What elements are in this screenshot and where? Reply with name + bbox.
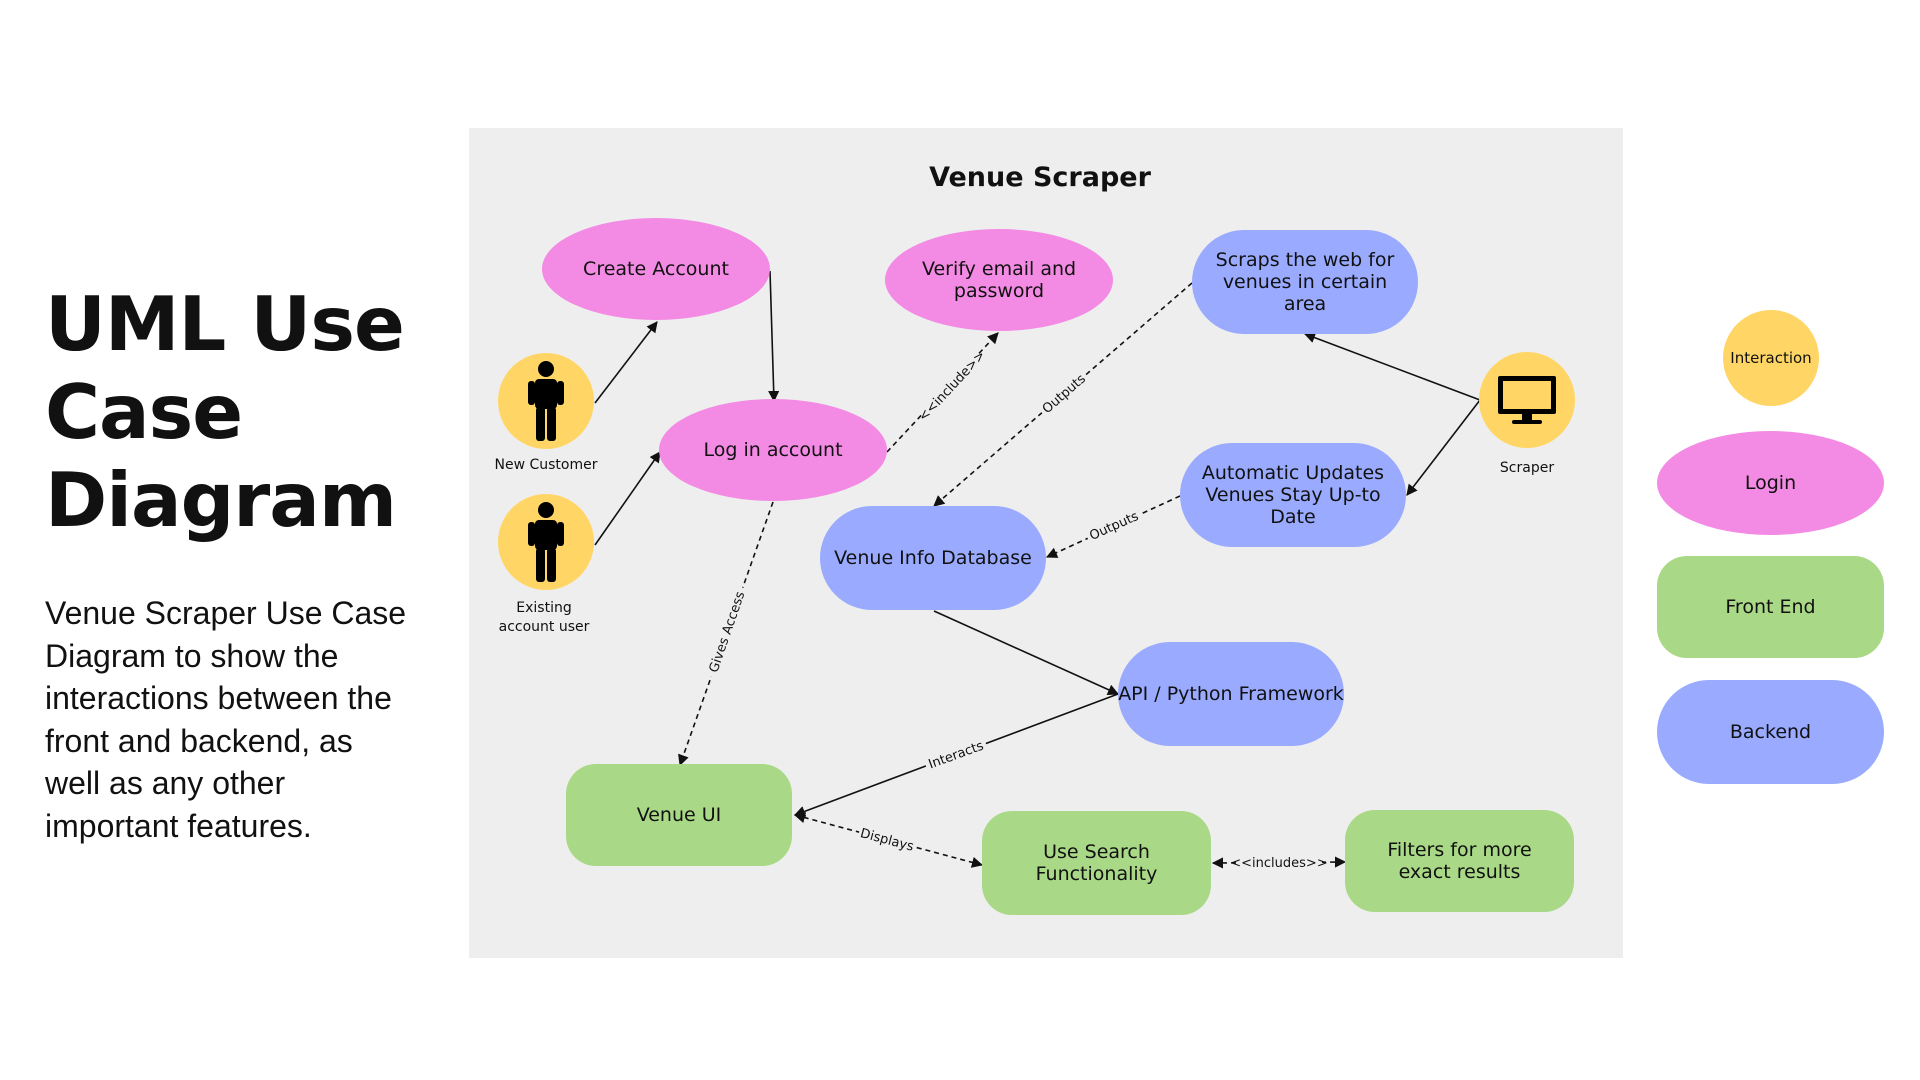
edge-create-login — [768, 270, 780, 403]
edge-db-api — [933, 610, 1120, 695]
new-customer-label: New Customer — [494, 457, 598, 473]
create-account-node: Create Account — [542, 218, 770, 320]
scraper-actor — [1479, 352, 1575, 448]
edge-label-include: <<include>> — [916, 348, 989, 425]
search-functionality-node: Use Search Functionality — [982, 811, 1211, 915]
edge-label-gives-access: Gives Access — [707, 589, 749, 674]
edge-label-outputs-updates: Outputs — [1087, 509, 1141, 544]
person-icon — [528, 361, 564, 441]
page-title: UML Use Case Diagram — [45, 280, 405, 544]
edge-existing-login — [594, 451, 661, 546]
legend-interaction: Interaction — [1723, 310, 1819, 406]
api-python-framework-node: API / Python Framework — [1118, 642, 1344, 746]
page-description: Venue Scraper Use Case Diagram to show t… — [45, 595, 407, 844]
legend-backend: Backend — [1657, 680, 1884, 784]
filters-node: Filters for more exact results — [1345, 810, 1574, 912]
verify-email-node: Verify email and password — [885, 229, 1113, 331]
edge-label-outputs-scrape: Outputs — [1040, 372, 1089, 418]
venue-info-database-node: Venue Info Database — [820, 506, 1046, 610]
edge-scraper-updates — [1406, 399, 1481, 496]
edge-label-interacts: Interacts — [927, 739, 986, 773]
edge-label-displays: Displays — [859, 826, 916, 855]
legend-front-end: Front End — [1657, 556, 1884, 658]
edge-scrape-db — [933, 282, 1193, 507]
existing-user-label: Existing account user — [498, 600, 590, 635]
automatic-updates-node: Automatic Updates Venues Stay Up-to Date — [1180, 443, 1406, 547]
edge-scraper-scrape — [1303, 332, 1481, 401]
diagram-title: Venue Scraper — [929, 162, 1151, 193]
existing-user-actor — [498, 494, 594, 590]
edge-newcustomer-create — [594, 321, 658, 404]
person-icon — [528, 502, 564, 582]
new-customer-actor — [498, 353, 594, 449]
edge-label-includes: <<includes>> — [1230, 856, 1327, 871]
legend-login: Login — [1657, 431, 1884, 535]
scraper-label: Scraper — [1499, 460, 1555, 476]
log-in-account-node: Log in account — [659, 399, 887, 501]
scraps-web-node: Scraps the web for venues in certain are… — [1192, 230, 1418, 334]
venue-ui-node: Venue UI — [566, 764, 792, 866]
monitor-icon — [1498, 376, 1556, 424]
